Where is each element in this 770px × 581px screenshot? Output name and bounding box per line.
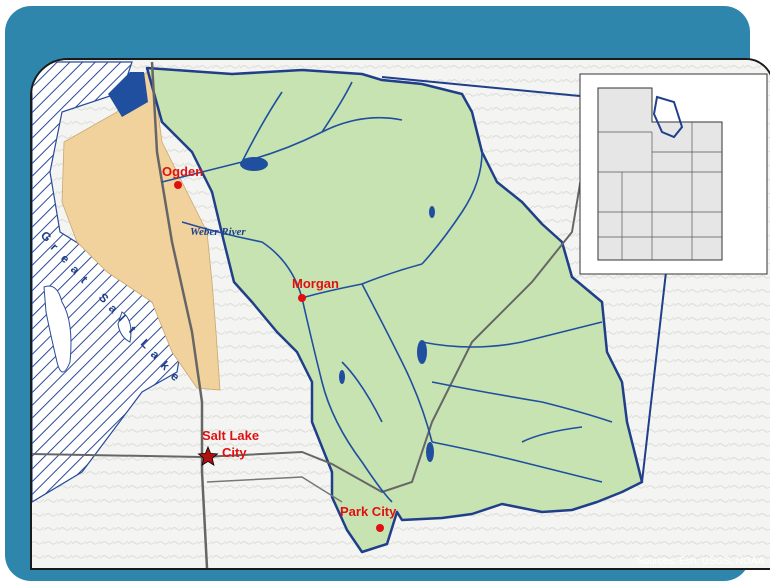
park-city-label: Park City (340, 504, 397, 519)
lake-island (43, 285, 72, 373)
map-credits: Sources: Esri, USGS, NOAA (637, 556, 765, 567)
reservoir (108, 72, 148, 117)
weber-river-label: Weber River (190, 226, 246, 238)
highway-south (206, 476, 343, 503)
reservoir-pineview (240, 157, 268, 171)
park-city-marker (376, 524, 384, 532)
reservoir-echo (426, 442, 434, 462)
inset-basin-highlight (652, 95, 684, 139)
morgan-marker (298, 294, 306, 302)
basin-map: Ogden Morgan Salt Lake City Park City We… (32, 60, 770, 568)
map-figure: Ogden Morgan Salt Lake City Park City We… (5, 6, 770, 581)
ogden-marker (174, 181, 182, 189)
reservoir-small (429, 206, 435, 218)
morgan-label: Morgan (292, 276, 339, 291)
utah-inset (579, 73, 768, 275)
reservoir-east-canyon (417, 340, 427, 364)
salt-lake-city-star (197, 445, 219, 466)
valley-area (61, 67, 221, 391)
highway-main (150, 61, 209, 568)
highway-west (32, 453, 203, 458)
weber-basin (145, 66, 644, 554)
reservoir-lost-creek (339, 370, 345, 384)
river-network (161, 81, 613, 503)
map-frame: Ogden Morgan Salt Lake City Park City We… (30, 58, 770, 570)
salt-lake-city-label-line1: Salt Lake (202, 428, 259, 443)
highway-east (201, 171, 583, 494)
ogden-label: Ogden (162, 164, 203, 179)
lake-island-small (117, 311, 132, 343)
salt-lake-city-label-line2: City (222, 445, 247, 460)
